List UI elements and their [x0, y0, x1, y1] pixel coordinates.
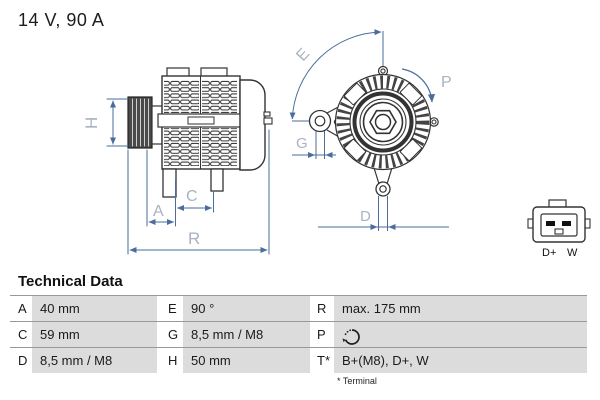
cell-value-r: max. 175 mm: [334, 296, 587, 321]
cell-key-c: C: [10, 322, 32, 347]
table-row: D 8,5 mm / M8 H 50 mm T* B+(M8), D+, W: [10, 347, 587, 373]
cell-value-a: 40 mm: [32, 296, 157, 321]
alternator-housing-front: [334, 73, 432, 171]
cell-key-h: H: [166, 348, 183, 373]
cell-key-g: G: [166, 322, 183, 347]
pulley: [127, 96, 153, 149]
dimension-G: [292, 131, 336, 159]
front-view-drawing: E P G D: [289, 29, 452, 231]
side-view-drawing: H A C R: [82, 67, 273, 255]
dimension-label-a: A: [153, 203, 164, 220]
cell-key-d: D: [10, 348, 32, 373]
connector-label-w: W: [567, 247, 578, 259]
cell-key-r: R: [316, 296, 334, 321]
dimension-label-h: H: [82, 117, 101, 129]
dimension-H: [106, 98, 129, 147]
dimension-A: [146, 149, 176, 227]
alternator-diagram: H A C R: [82, 29, 591, 259]
terminal-footnote: * Terminal: [337, 376, 377, 386]
table-row: A 40 mm E 90 ° R max. 175 mm: [10, 295, 587, 321]
cell-value-e: 90 °: [183, 296, 310, 321]
cell-key-a: A: [10, 296, 32, 321]
connector-label-dplus: D+: [542, 247, 556, 259]
dimension-R: [127, 129, 270, 255]
cell-key-p: P: [316, 322, 334, 347]
table-title: Technical Data: [18, 273, 123, 290]
dimension-E: [289, 29, 384, 122]
cell-key-t: T*: [316, 348, 334, 373]
technical-data-table: Technical Data A 40 mm E 90 ° R max. 175…: [10, 270, 587, 386]
product-rating: 14 V, 90 A: [18, 10, 105, 30]
connector-diagram: D+ W: [527, 199, 591, 259]
cell-value-g: 8,5 mm / M8: [183, 322, 310, 347]
connector-pin-dplus: [546, 221, 555, 226]
dimension-C: [177, 190, 214, 213]
cell-value-p: [334, 322, 587, 347]
rotation-direction-icon: [342, 328, 360, 345]
cell-value-h: 50 mm: [183, 348, 310, 373]
rotation-arc: [401, 68, 436, 103]
mount-foot-rear: [210, 168, 224, 192]
dimension-label-c: C: [186, 188, 198, 205]
cell-key-e: E: [166, 296, 183, 321]
mount-foot-front: [162, 168, 177, 198]
cell-value-t: B+(M8), D+, W: [334, 348, 587, 373]
alternator-body-side: [157, 67, 273, 198]
table-row: C 59 mm G 8,5 mm / M8 P: [10, 321, 587, 347]
dimension-label-g: G: [296, 135, 308, 152]
dimension-label-r: R: [188, 229, 200, 248]
dimension-label-e: E: [293, 45, 313, 64]
dimension-D: [318, 196, 449, 231]
dimension-label-p: P: [441, 74, 452, 91]
connector-key-slot: [554, 228, 564, 235]
cell-value-c: 59 mm: [32, 322, 157, 347]
dimension-label-d: D: [360, 208, 371, 225]
connector-pin-w: [562, 221, 571, 226]
cell-value-d: 8,5 mm / M8: [32, 348, 157, 373]
bplus-terminal-stud: [263, 111, 271, 117]
